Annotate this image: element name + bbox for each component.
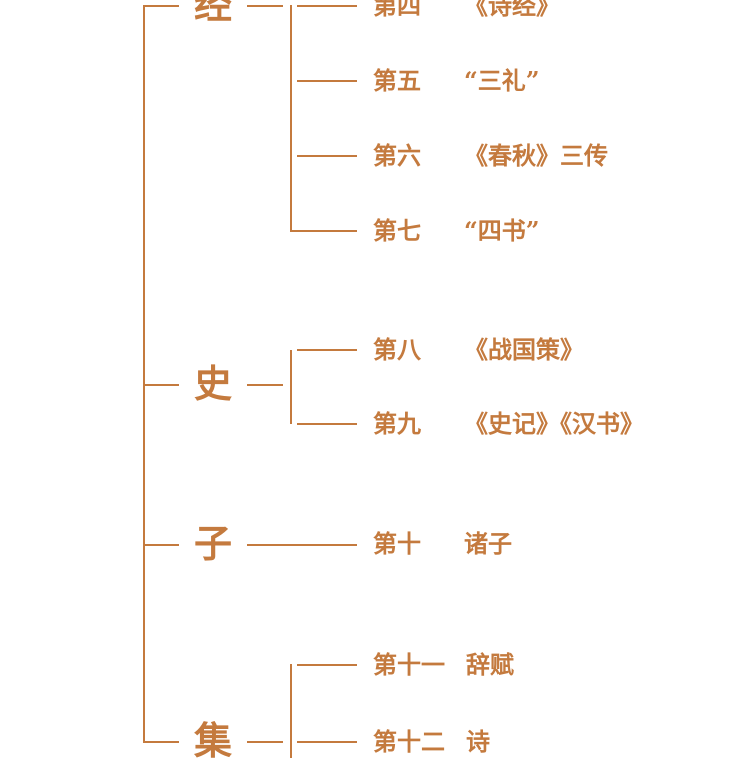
leaf-line xyxy=(297,741,357,743)
chapter-7-num: 第七 xyxy=(373,216,421,245)
chapter-8-num: 第八 xyxy=(373,335,421,364)
leaf-line xyxy=(297,664,357,666)
category-ji: 集 xyxy=(193,718,232,763)
chapter-4-num: 第四 xyxy=(373,0,421,20)
chapter-5-num: 第五 xyxy=(373,66,421,95)
chapter-9-title: 《史记》《汉书》 xyxy=(464,409,644,438)
chapter-11-num: 第十一 xyxy=(373,650,445,679)
chapter-6-num: 第六 xyxy=(373,141,421,170)
chapter-8-title: 《战国策》 xyxy=(464,335,584,364)
category-jing: 经 xyxy=(193,0,232,27)
leaf-line xyxy=(297,423,357,425)
leaf-line xyxy=(297,80,357,82)
link-jing xyxy=(247,5,283,7)
chapter-5-title: “三礼” xyxy=(464,66,540,95)
chapter-9-num: 第九 xyxy=(373,409,421,438)
link-shi xyxy=(247,384,283,386)
chapter-4-title: 《诗经》 xyxy=(464,0,560,20)
trunk-branch-shi xyxy=(143,384,179,386)
category-zi: 子 xyxy=(193,521,232,566)
bracket-shi xyxy=(290,350,292,424)
trunk-branch-jing xyxy=(143,5,179,7)
bracket-jing xyxy=(290,5,292,231)
chapter-12-title: 诗 xyxy=(466,727,490,756)
leaf-line xyxy=(290,230,357,232)
bracket-ji xyxy=(290,664,292,758)
leaf-line xyxy=(297,5,357,7)
chapter-6-title: 《春秋》三传 xyxy=(464,141,608,170)
trunk-branch-ji xyxy=(143,741,179,743)
category-shi: 史 xyxy=(193,361,232,406)
chapter-10-title: 诸子 xyxy=(464,529,512,558)
chapter-11-title: 辞赋 xyxy=(466,650,514,679)
leaf-line xyxy=(297,155,357,157)
chapter-10-num: 第十 xyxy=(373,529,421,558)
trunk-branch-zi xyxy=(143,544,179,546)
link-ji xyxy=(247,741,283,743)
chapter-7-title: “四书” xyxy=(464,216,540,245)
chapter-12-num: 第十二 xyxy=(373,727,445,756)
leaf-line xyxy=(297,349,357,351)
link-zi xyxy=(247,544,357,546)
trunk-line xyxy=(143,5,145,743)
